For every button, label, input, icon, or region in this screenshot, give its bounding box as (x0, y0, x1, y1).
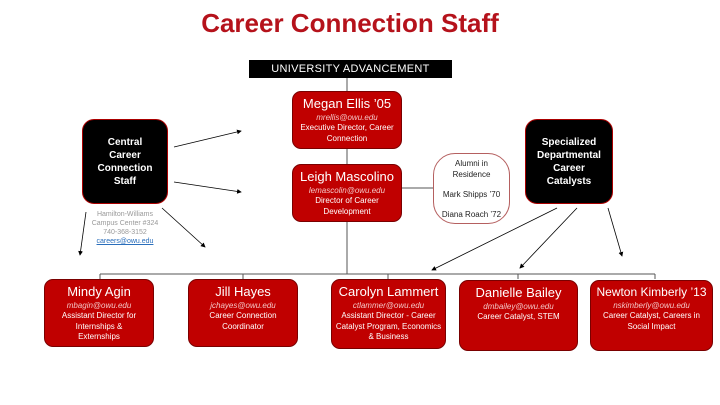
staff-email: nskimberly@owu.edu (613, 301, 690, 310)
staff-email: ctlammer@owu.edu (352, 301, 425, 310)
university-advancement-label: UNIVERSITY ADVANCEMENT (249, 60, 452, 78)
staff-email: dmbailey@owu.edu (483, 302, 554, 311)
staff-email: mbagin@owu.edu (66, 301, 132, 310)
leader-email: lemascolin@owu.edu (308, 186, 386, 195)
address-line: Hamilton-Williams (96, 211, 153, 218)
leader-card-leigh-mascolino: Leigh Mascolino lemascolin@owu.edu Direc… (292, 164, 402, 222)
leader-role: Executive Director, Career Connection (300, 123, 394, 143)
staff-role: Assistant Director - Career Catalyst Pro… (335, 311, 442, 341)
staff-email: jchayes@owu.edu (210, 301, 276, 310)
alumni-heading: Alumni in Residence (452, 159, 491, 179)
specialized-catalysts-box: Specialized Departmental Career Catalyst… (525, 119, 613, 204)
staff-card: Newton Kimberly ’13 nskimberly@owu.edu C… (590, 280, 713, 351)
central-contact-info: Hamilton-Williams Campus Center #324 740… (85, 210, 165, 246)
staff-card: Danielle Bailey dmbailey@owu.edu Career … (459, 280, 578, 351)
alumni-member: Diana Roach ’72 (441, 210, 502, 219)
leader-card-megan-ellis: Megan Ellis ’05 mrellis@owu.edu Executiv… (292, 91, 402, 149)
alumni-in-residence: Alumni in Residence Mark Shipps ’70 Dian… (433, 153, 510, 224)
staff-card: Carolyn Lammert ctlammer@owu.edu Assista… (331, 279, 446, 349)
alumni-member: Mark Shipps ’70 (442, 190, 501, 199)
phone-number: 740-368-3152 (103, 229, 147, 236)
staff-card: Mindy Agin mbagin@owu.edu Assistant Dire… (44, 279, 154, 347)
leader-name: Leigh Mascolino (300, 169, 394, 184)
staff-role: Career Catalyst, STEM (477, 312, 560, 321)
staff-role: Career Catalyst, Careers in Social Impac… (603, 311, 700, 331)
staff-name: Danielle Bailey (475, 285, 562, 300)
staff-role: Career Connection Coordinator (209, 311, 277, 331)
leader-name: Megan Ellis ’05 (302, 96, 392, 111)
central-staff-box: Central Career Connection Staff (82, 119, 168, 204)
staff-card: Jill Hayes jchayes@owu.edu Career Connec… (188, 279, 298, 347)
leader-role: Director of Career Development (315, 196, 379, 216)
careers-email-link[interactable]: careers@owu.edu (96, 238, 154, 245)
staff-role: Assistant Director for Internships & Ext… (61, 311, 137, 341)
leader-email: mrellis@owu.edu (316, 113, 378, 122)
staff-name: Newton Kimberly ’13 (596, 285, 707, 299)
page-title: Career Connection Staff (201, 8, 499, 38)
address-line: Campus Center #324 (91, 220, 159, 227)
staff-name: Mindy Agin (67, 284, 131, 299)
staff-name: Carolyn Lammert (338, 284, 439, 299)
staff-name: Jill Hayes (215, 284, 271, 299)
